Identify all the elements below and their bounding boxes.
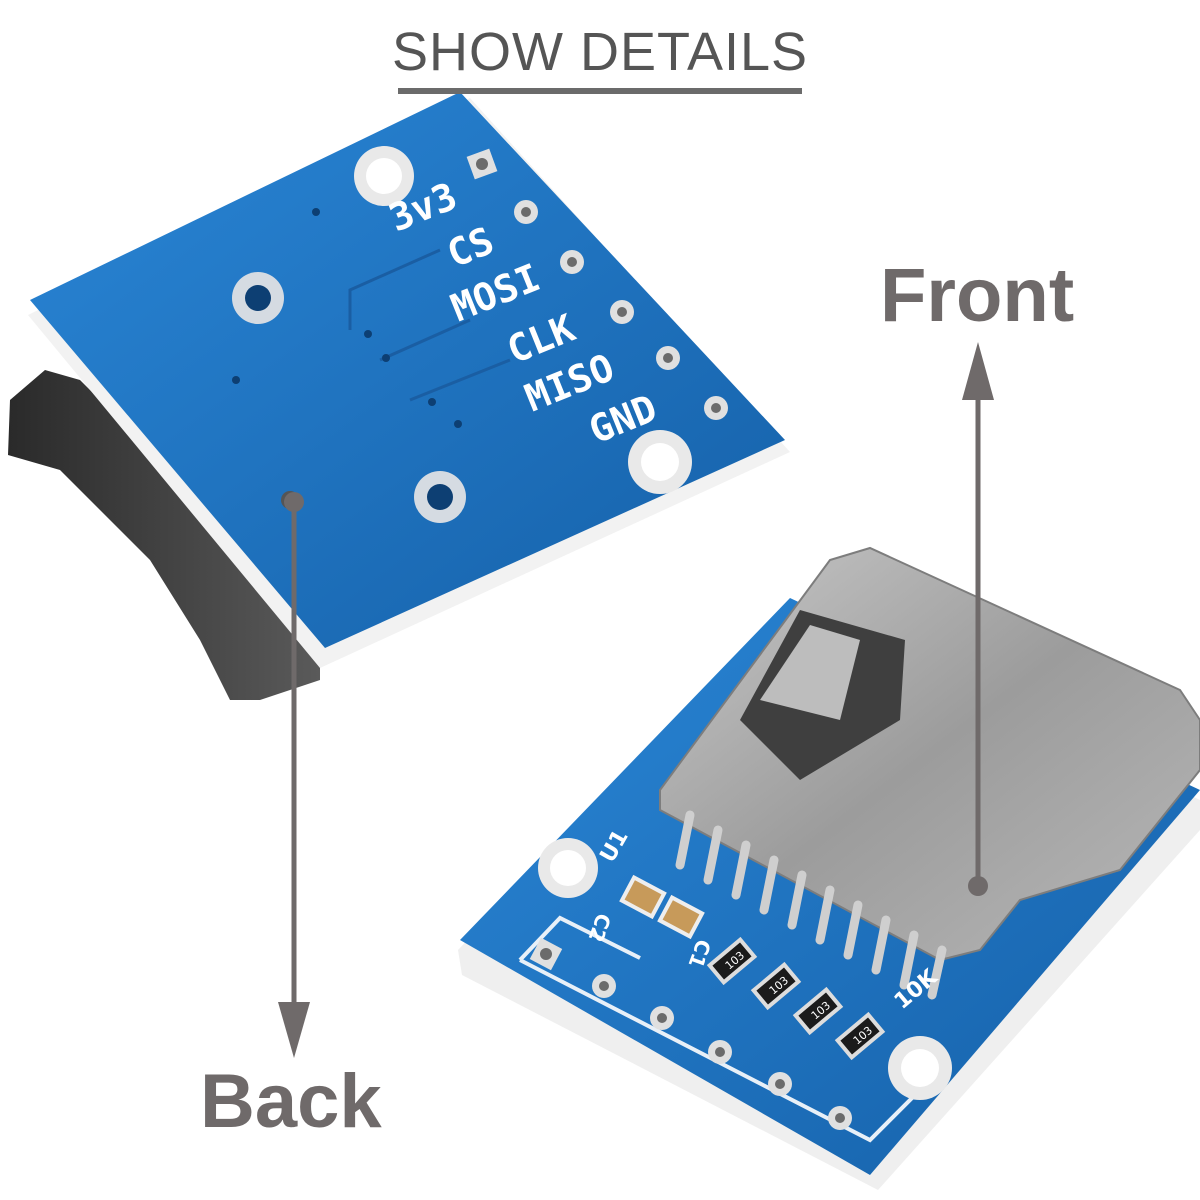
front-label: Front bbox=[880, 253, 1075, 338]
back-pcb bbox=[30, 92, 785, 648]
back-traces bbox=[348, 248, 511, 402]
front-board: 103 103 103 103 U1 C2 C1 10K bbox=[458, 546, 1200, 1190]
back-socket-body bbox=[8, 370, 320, 700]
front-header-pads bbox=[529, 937, 852, 1130]
back-mounting-holes bbox=[232, 146, 692, 523]
front-silk-outline bbox=[518, 915, 932, 1143]
back-board: 3v3 CS MOSI CLK MISO GND bbox=[8, 92, 790, 700]
back-label: Back bbox=[200, 1059, 382, 1144]
back-header-pads bbox=[466, 148, 728, 420]
resistors: 103 103 103 103 bbox=[706, 936, 886, 1061]
back-pointer-arrow bbox=[278, 492, 310, 1058]
title-underline bbox=[398, 88, 802, 94]
capacitors bbox=[619, 874, 705, 940]
front-mounting-holes bbox=[538, 838, 952, 1100]
sd-socket-spring bbox=[760, 625, 860, 720]
front-pointer-arrow bbox=[962, 342, 994, 896]
page-title: SHOW DETAILS bbox=[391, 22, 809, 82]
sd-socket-pins bbox=[675, 810, 947, 1000]
